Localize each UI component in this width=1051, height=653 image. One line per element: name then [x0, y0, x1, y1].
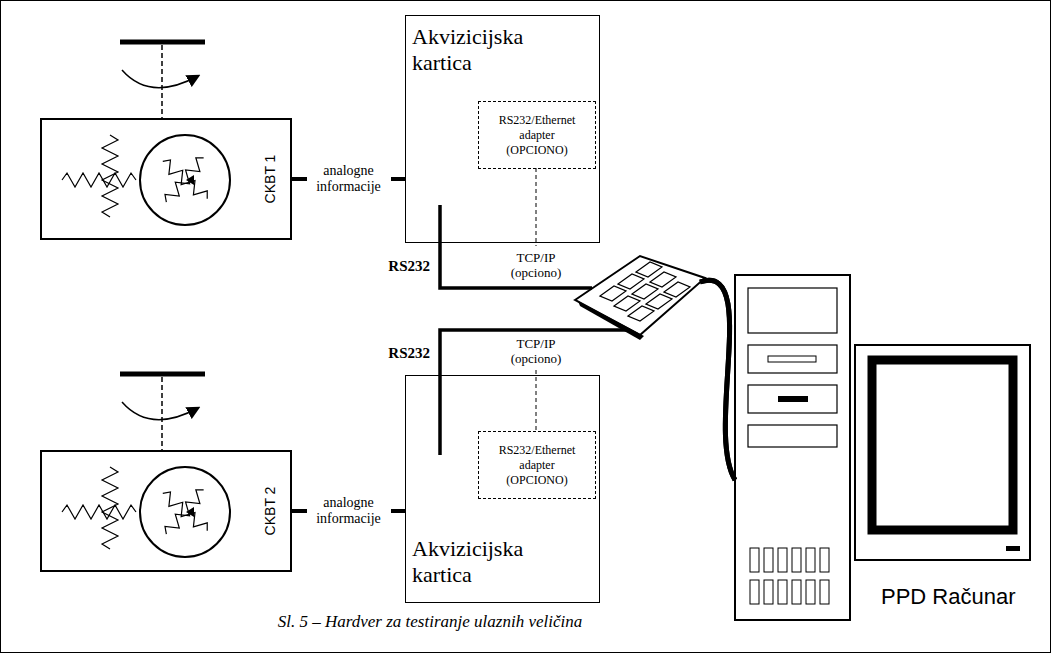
- computer: PPD Računar: [735, 270, 1035, 626]
- edge-label: RS232: [386, 257, 432, 275]
- adapter-box: RS232/Ethernet adapter (OPCIONO): [478, 101, 596, 169]
- card-title: Akvizicijska kartica: [412, 24, 562, 76]
- figure-caption: Sl. 5 – Hardver za testiranje ulaznih ve…: [0, 612, 860, 632]
- acquisition-card: Akvizicijska kartica RS232/Ethernet adapt…: [405, 375, 600, 603]
- edge-label: RS232: [386, 344, 432, 362]
- adapter-box: RS232/Ethernet adapter (OPCIONO): [478, 431, 596, 499]
- connector-line: [440, 243, 592, 288]
- edge-label: analogne informacije: [307, 495, 391, 527]
- acquisition-card: Akvizicijska karticaRS232/Ethernet adapt…: [405, 15, 600, 243]
- connector: [440, 280, 735, 480]
- adapter-label: RS232/Ethernet adapter (OPCIONO): [489, 113, 585, 158]
- sensor-box: CKBT 1: [40, 118, 292, 240]
- protocol-label: TCP/IP (opciono): [500, 336, 572, 366]
- computer-label: PPD Računar: [881, 584, 1016, 610]
- cable: [700, 280, 735, 480]
- edge-label: analogne informacije: [307, 163, 391, 195]
- adapter-label: RS232/Ethernet adapter (OPCIONO): [489, 443, 585, 488]
- sensor-name: CKBT 2: [262, 487, 278, 536]
- sensor-box: CKBT 2: [40, 450, 292, 572]
- connector-line: [440, 330, 630, 375]
- connector: [440, 243, 735, 480]
- protocol-label: TCP/IP (opciono): [500, 250, 572, 280]
- card-title: Akvizicijska kartica: [412, 536, 562, 588]
- sensor-name: CKBT 1: [262, 155, 278, 204]
- cable: [700, 280, 735, 480]
